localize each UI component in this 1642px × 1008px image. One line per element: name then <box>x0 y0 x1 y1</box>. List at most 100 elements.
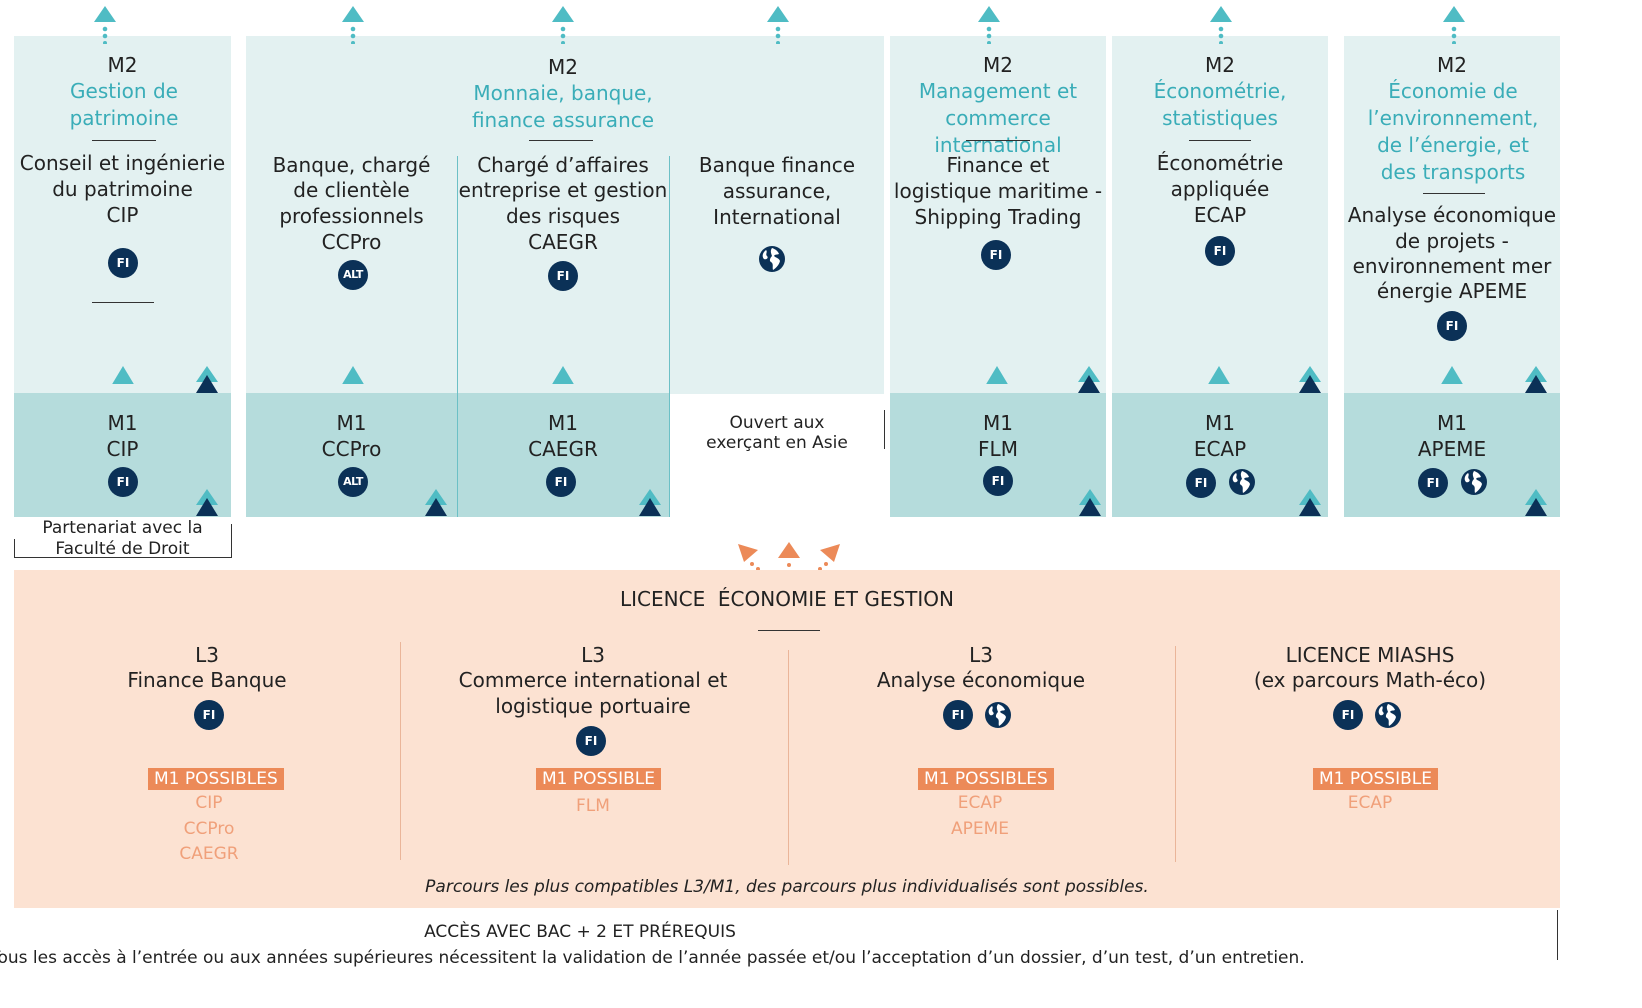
m2-econometrie-level: M2 <box>1205 53 1235 77</box>
arrow-up-icon <box>1299 489 1321 516</box>
m1-caegr-code: CAEGR <box>528 437 598 461</box>
m1-caegr-level: M1 <box>548 411 578 435</box>
arrow-up-icon <box>986 366 1008 384</box>
m2-caegr-line-2: entreprise et gestion <box>458 178 668 202</box>
fi-badge: FI <box>983 466 1013 496</box>
l3-finance-possible-3: CAEGR <box>179 844 239 864</box>
arrow-up-icon <box>1079 489 1101 516</box>
m1-apeme-code: APEME <box>1417 437 1487 461</box>
arrow-up-icon <box>196 489 218 516</box>
m1-cip-level: M1 <box>107 411 138 435</box>
m2-ccpro-line-1: Banque, chargé <box>272 153 431 177</box>
access-text: Tous les accès à l’entrée ou aux années … <box>0 948 1305 968</box>
l3-analyse-possible-1: ECAP <box>957 793 1003 813</box>
arrow-up-icon <box>1210 6 1232 44</box>
arrow-up-icon <box>342 6 364 44</box>
m1-ccpro-caegr-panel <box>246 393 670 517</box>
arrow-up-icon <box>112 366 134 384</box>
fi-badge: FI <box>576 726 606 756</box>
arrow-up-icon <box>425 489 447 516</box>
m2-ccpro-line-2: de clientèle <box>293 178 410 202</box>
arrow-up-icon <box>1525 366 1547 393</box>
monnaie-separator-1 <box>457 156 458 517</box>
arrow-up-icon <box>1299 366 1321 393</box>
l3-commerce-level: L3 <box>581 643 605 667</box>
fi-badge: FI <box>1205 236 1235 266</box>
m2-environnement-track-2: de projets - <box>1395 229 1509 253</box>
l3-commerce-name-2: logistique portuaire <box>495 694 691 718</box>
m2-patrimoine-level: M2 <box>107 53 138 77</box>
m1-flm-code: FLM <box>978 437 1018 461</box>
l3-commerce-possible-1: FLM <box>576 796 610 816</box>
l3-analyse-possible-2: APEME <box>950 819 1010 839</box>
m2-econometrie-track-1: Économétrie <box>1156 151 1284 175</box>
licence-separator-1 <box>400 642 401 860</box>
miashs-possible-1: ECAP <box>1347 793 1393 813</box>
globe-icon <box>1227 467 1257 497</box>
m2-ccpro-line-3: professionnels <box>279 204 424 228</box>
arrow-up-icon <box>1525 489 1547 516</box>
fi-badge: FI <box>1437 311 1467 341</box>
l3-commerce-pill: M1 POSSIBLE <box>536 768 661 790</box>
droit-note-line-2: Faculté de Droit <box>55 539 190 559</box>
m2-environnement-title: Économie de l’environnement, de l’énergi… <box>1367 79 1539 184</box>
m1-ecap-level: M1 <box>1205 411 1235 435</box>
m1-ecap-panel <box>1112 393 1328 517</box>
fi-badge: FI <box>1333 700 1363 730</box>
fi-badge: FI <box>548 261 578 291</box>
m2-patrimoine-track-1: Conseil et ingénierie <box>19 151 226 175</box>
arrow-up-icon <box>552 6 574 44</box>
m2-management-panel <box>890 36 1106 394</box>
m2-monnaie-title: Monnaie, banque, finance assurance <box>471 81 655 132</box>
miashs-name: (ex parcours Math-éco) <box>1253 668 1487 692</box>
m1-flm-level: M1 <box>983 411 1013 435</box>
m2-patrimoine-track-3: CIP <box>106 203 139 227</box>
m2-caegr-line-3: des risques <box>505 204 621 228</box>
licence-separator-2 <box>788 650 789 865</box>
alt-badge: ALT <box>338 260 368 290</box>
m2-patrimoine-divider <box>92 140 156 141</box>
miashs-level: LICENCE MIASHS <box>1285 643 1455 667</box>
fi-badge: FI <box>546 467 576 497</box>
arrow-up-icon <box>1078 366 1100 393</box>
monnaie-separator-2 <box>669 156 670 517</box>
licence-footnote: Parcours les plus compatibles L3/M1, des… <box>425 877 1149 897</box>
m2-management-track-3: Shipping Trading <box>914 205 1082 229</box>
globe-icon <box>1373 700 1403 730</box>
m2-econometrie-divider <box>1189 140 1251 141</box>
arrow-up-icon <box>196 366 218 393</box>
droit-note-line-1: Partenariat avec la <box>14 517 231 539</box>
fi-badge: FI <box>943 700 973 730</box>
arrow-up-icon <box>342 366 364 384</box>
m1-apeme-panel <box>1344 393 1560 517</box>
l3-analyse-level: L3 <box>969 643 993 667</box>
m1-flm-panel <box>890 393 1106 517</box>
licence-separator-3 <box>1175 646 1176 862</box>
l3-commerce-name-1: Commerce international et <box>458 668 728 692</box>
fi-badge: FI <box>194 700 224 730</box>
licence-panel <box>14 570 1560 908</box>
m2-caegr-line-4: CAEGR <box>528 230 598 254</box>
l3-finance-name: Finance Banque <box>127 668 287 692</box>
m1-apeme-level: M1 <box>1437 411 1467 435</box>
m2-management-track-2: logistique maritime - <box>893 179 1103 203</box>
m2-caegr-line-1: Chargé d’affaires <box>477 153 649 177</box>
asie-note-line-2: exerçant en Asie <box>670 432 884 454</box>
m2-management-level: M2 <box>983 53 1013 77</box>
m2-monnaie-level: M2 <box>548 55 578 79</box>
m2-environnement-track-4: énergie APEME <box>1376 279 1528 303</box>
m2-environnement-track-3: environnement mer <box>1352 254 1552 278</box>
l3-finance-level: L3 <box>195 643 219 667</box>
fi-badge: FI <box>1418 468 1448 498</box>
globe-icon <box>1459 467 1489 497</box>
m2-international-line-3: International <box>713 205 841 229</box>
arrow-up-icon <box>552 366 574 384</box>
m2-econometrie-track-2: appliquée <box>1170 177 1270 201</box>
droit-note-frame <box>14 524 232 558</box>
alt-badge: ALT <box>338 467 368 497</box>
l3-analyse-pill: M1 POSSIBLES <box>918 768 1054 790</box>
access-title: ACCÈS AVEC BAC + 2 ET PRÉREQUIS <box>424 922 736 942</box>
m2-patrimoine-title: Gestion de patrimoine <box>69 79 179 130</box>
m2-patrimoine-divider-bottom <box>92 302 154 303</box>
m1-ccpro-code: CCPro <box>321 437 382 461</box>
